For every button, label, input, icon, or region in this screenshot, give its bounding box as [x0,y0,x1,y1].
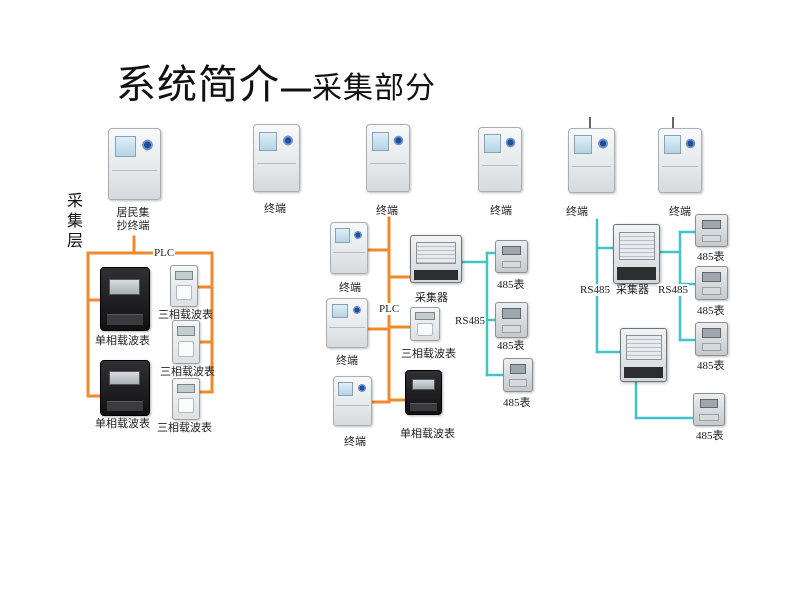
meter-logo-icon [685,137,696,150]
rs485-meter [695,322,728,356]
terminal-label: 终端 [376,205,398,217]
three-phase-carrier-meter [170,265,198,307]
meter-display [700,398,718,409]
meter-display [415,311,435,320]
collector-display [416,241,456,264]
terminal-label: 终端 [490,205,512,217]
rs485-meter-label: 485表 [697,305,725,317]
plc-label: PLC [153,247,176,259]
terminal-meter [330,222,368,274]
collector-display [625,335,662,361]
meter-logo-icon [393,133,404,147]
meter-display [259,131,278,152]
terminal-meter [478,127,522,192]
rs485-meter [695,214,728,247]
terminal-meter [326,298,368,348]
meter-display [702,219,721,230]
meter-display [509,364,527,374]
meter-logo-icon [351,305,363,315]
meter-display [335,228,350,243]
rs485-meter-label: 485表 [503,397,531,409]
rs485-meter-label: 485表 [697,251,725,263]
meter-display [176,383,196,394]
terminal-meter [568,128,615,193]
rs485-meter-label: 485表 [497,279,525,291]
meter-display [372,131,389,152]
single-phase-carrier-meter [100,360,150,416]
meter-display [484,134,501,154]
three-phase-label: 三相载波表 [157,422,212,434]
meter-logo-icon [356,383,367,393]
rs485-meter [495,240,528,273]
single-phase-label: 单相载波表 [95,335,150,347]
rs485-meter-label: 485表 [696,430,724,442]
title-main: 系统简介 [116,63,280,107]
rs485-meter [495,302,528,338]
rs485-meter [695,266,728,300]
single-phase-label: 单相载波表 [400,428,455,440]
rs485-meter [503,358,533,392]
three-phase-carrier-meter [172,320,200,364]
meter-logo-icon [281,133,294,147]
three-phase-label: 三相载波表 [160,366,215,378]
terminal-label: 终端 [339,282,361,294]
terminal-meter [366,124,410,192]
meter-display [702,328,721,338]
rs485-meter [693,393,725,426]
rs485-label: RS485 [579,284,611,296]
terminal-label: 终端 [264,203,286,215]
rs485-meter-label: 485表 [697,360,725,372]
concentrator-meter [108,128,161,200]
collector-device [620,328,667,382]
collector-label: 采集器 [616,284,649,296]
meter-display [331,303,348,319]
meter-display [108,370,141,385]
three-phase-carrier-meter [172,378,200,420]
terminal-meter [333,376,372,426]
title-dash: — [281,72,311,105]
meter-display [502,245,521,256]
meter-logo-icon [353,229,363,240]
single-phase-label: 单相载波表 [95,418,150,430]
terminal-label: 终端 [344,436,366,448]
meter-display [411,378,435,390]
rs485-meter-label: 485表 [497,340,525,352]
terminal-label: 终端 [669,206,691,218]
collector-device [410,235,462,283]
rs485-label: RS485 [657,284,689,296]
meter-display [574,135,593,155]
meter-display [338,381,354,397]
single-phase-carrier-meter [100,267,150,331]
single-phase-carrier-meter [405,370,442,415]
slide-title: 系统简介 — 采集部分 [116,52,436,110]
meter-display [664,135,681,155]
meter-display [176,326,196,337]
meter-display [174,270,194,281]
plc-label: PLC [378,303,401,315]
terminal-meter [253,124,300,192]
meter-display [115,136,136,157]
meter-logo-icon [140,138,154,153]
concentrator-label: 居民集抄终端 [116,207,150,232]
three-phase-carrier-meter [410,307,440,341]
three-phase-label: 三相载波表 [158,309,213,321]
meter-logo-icon [505,136,516,149]
meter-logo-icon [596,137,609,150]
meter-display [108,279,141,296]
terminal-meter [658,128,702,193]
collector-label: 采集器 [415,292,448,304]
terminal-label: 终端 [336,355,358,367]
collector-display [618,231,655,260]
rs485-label: RS485 [454,315,486,327]
meter-display [702,272,721,282]
three-phase-label: 三相载波表 [401,348,456,360]
meter-display [502,308,521,319]
collector-device [613,224,660,284]
title-sub: 采集部分 [312,72,436,105]
layer-label: 采集层 [64,192,81,252]
terminal-label: 终端 [566,206,588,218]
